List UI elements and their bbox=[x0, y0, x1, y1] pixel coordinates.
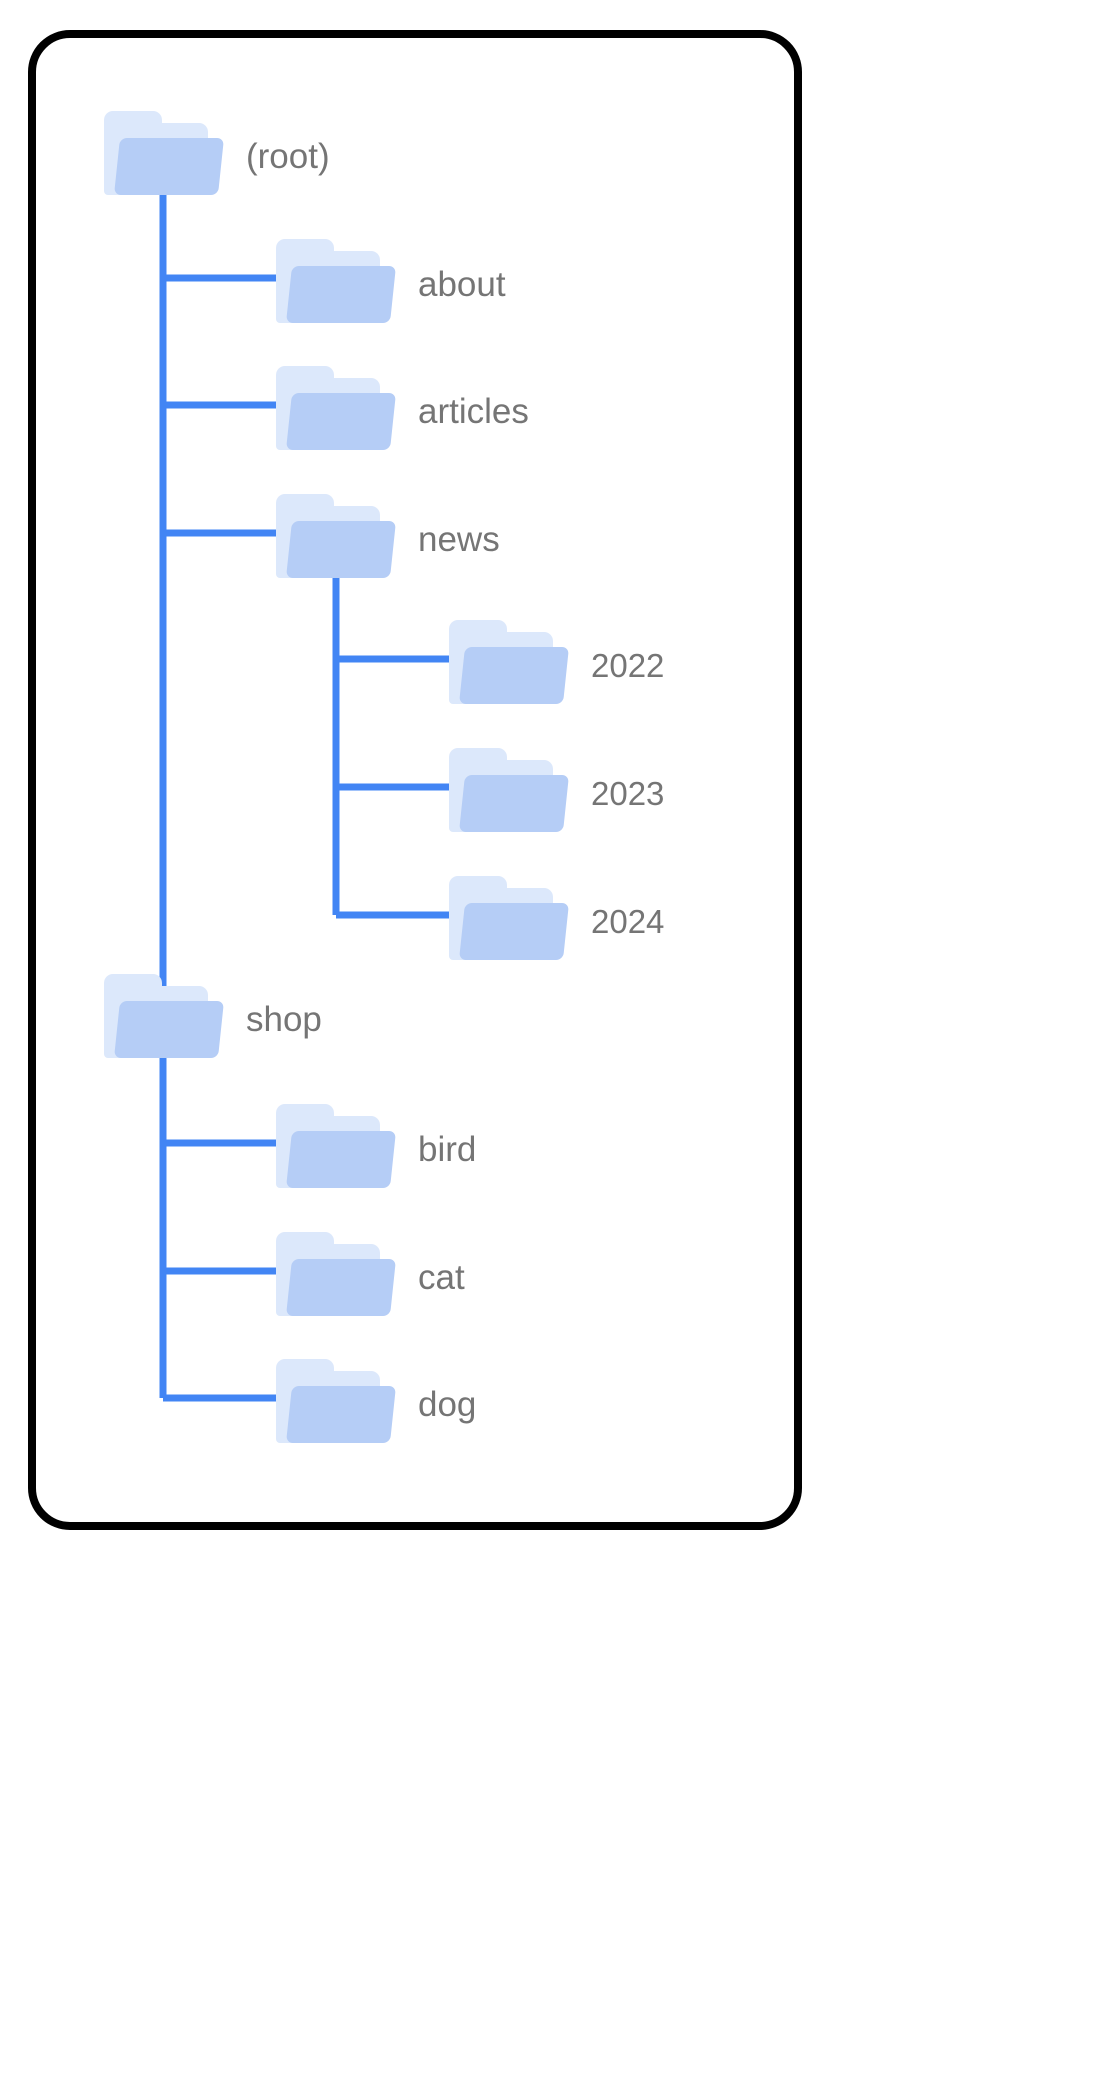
tree-node-news[interactable]: news bbox=[276, 491, 500, 587]
tree-node-label: (root) bbox=[246, 136, 330, 176]
tree-node-label: shop bbox=[246, 999, 322, 1039]
folder-icon bbox=[276, 366, 396, 456]
folder-tab bbox=[449, 620, 507, 646]
folder-icon bbox=[276, 1232, 396, 1322]
folder-icon bbox=[276, 1359, 396, 1449]
tree-node-2023[interactable]: 2023 bbox=[449, 745, 664, 841]
tree-node-bird[interactable]: bird bbox=[276, 1101, 476, 1197]
folder-tab bbox=[104, 111, 162, 137]
folder-tab bbox=[276, 494, 334, 520]
folder-tab bbox=[276, 1104, 334, 1130]
tree-node-articles[interactable]: articles bbox=[276, 363, 529, 459]
folder-front-panel bbox=[459, 903, 569, 960]
folder-front-panel bbox=[459, 647, 569, 704]
folder-tab bbox=[449, 876, 507, 902]
folder-front-panel bbox=[286, 266, 396, 323]
folder-icon bbox=[104, 974, 224, 1064]
folder-tab bbox=[276, 239, 334, 265]
folder-icon bbox=[449, 748, 569, 838]
tree-node-label: bird bbox=[418, 1129, 477, 1169]
tree-node-about[interactable]: about bbox=[276, 236, 506, 332]
tree-node-label: about bbox=[418, 264, 506, 304]
tree-node-label: dog bbox=[418, 1384, 477, 1424]
tree-node-label: 2023 bbox=[591, 774, 665, 812]
tree-node-label: cat bbox=[418, 1257, 465, 1297]
folder-icon bbox=[276, 1104, 396, 1194]
folder-front-panel bbox=[286, 393, 396, 450]
tree-node-label: news bbox=[418, 519, 500, 559]
folder-icon bbox=[449, 876, 569, 966]
tree-node-2024[interactable]: 2024 bbox=[449, 873, 664, 969]
folder-tab bbox=[276, 366, 334, 392]
folder-icon bbox=[104, 111, 224, 201]
folder-tab bbox=[276, 1359, 334, 1385]
tree-node-label: 2024 bbox=[591, 902, 665, 940]
tree-node-shop[interactable]: shop bbox=[104, 971, 322, 1067]
folder-icon bbox=[449, 620, 569, 710]
folder-tab bbox=[104, 974, 162, 1000]
tree-node-dog[interactable]: dog bbox=[276, 1356, 476, 1452]
folder-tree: (root) about articles news bbox=[36, 38, 794, 1522]
folder-front-panel bbox=[114, 1001, 224, 1058]
tree-node-label: articles bbox=[418, 391, 529, 431]
tree-node-cat[interactable]: cat bbox=[276, 1229, 465, 1325]
folder-front-panel bbox=[286, 1386, 396, 1443]
tree-node-label: 2022 bbox=[591, 646, 665, 684]
folder-front-panel bbox=[114, 138, 224, 195]
folder-front-panel bbox=[286, 1259, 396, 1316]
folder-front-panel bbox=[286, 521, 396, 578]
tree-node-2022[interactable]: 2022 bbox=[449, 617, 664, 713]
folder-front-panel bbox=[459, 775, 569, 832]
folder-tab bbox=[276, 1232, 334, 1258]
folder-icon bbox=[276, 239, 396, 329]
folder-front-panel bbox=[286, 1131, 396, 1188]
folder-tab bbox=[449, 748, 507, 774]
diagram-card: (root) about articles news bbox=[28, 30, 802, 1530]
folder-icon bbox=[276, 494, 396, 584]
tree-node-root[interactable]: (root) bbox=[104, 108, 330, 204]
